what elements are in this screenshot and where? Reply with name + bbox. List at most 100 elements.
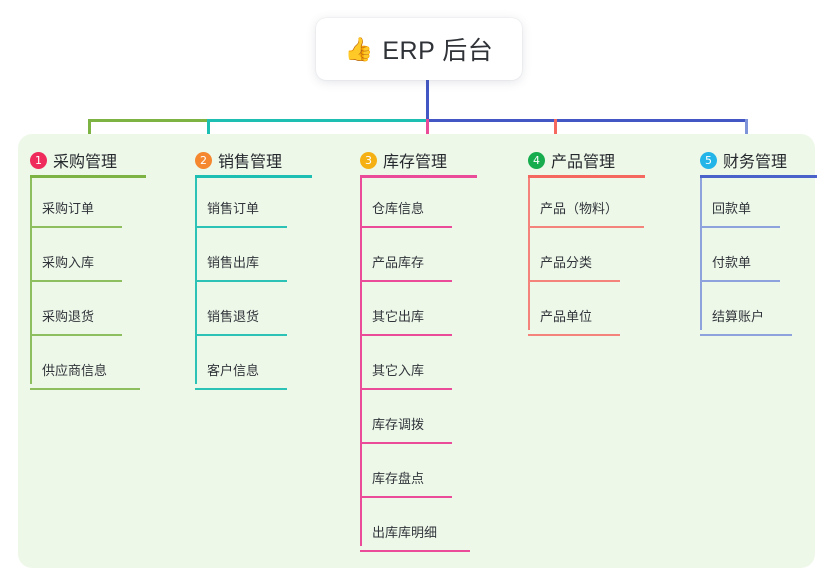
leaf-rule — [195, 280, 287, 282]
branch-spine-5 — [700, 178, 702, 330]
leaf-label: 供应商信息 — [42, 363, 108, 378]
branch-title-2: 销售管理 — [218, 154, 283, 171]
leaf-item-5-2[interactable]: 付款单 — [688, 232, 828, 284]
leaf-item-5-3[interactable]: 结算账户 — [688, 286, 828, 338]
leaf-item-4-2[interactable]: 产品分类 — [516, 232, 676, 284]
branch-header-5[interactable]: 5 财务管理 — [688, 148, 839, 172]
leaf-label: 仓库信息 — [372, 201, 425, 216]
leaf-rule — [700, 226, 780, 228]
leaf-item-2-2[interactable]: 销售出库 — [183, 232, 323, 284]
leaf-item-3-4[interactable]: 其它入库 — [348, 340, 488, 392]
leaf-label: 库存盘点 — [372, 471, 425, 486]
leaf-label: 其它出库 — [372, 309, 425, 324]
leaf-item-1-1[interactable]: 采购订单 — [18, 178, 158, 230]
branch-badge-5: 5 — [700, 151, 717, 169]
leaf-label: 产品（物料） — [540, 201, 619, 216]
diagram-panel — [18, 134, 815, 568]
leaf-label: 其它入库 — [372, 363, 425, 378]
branch-rule-3 — [360, 175, 477, 178]
leaf-item-3-1[interactable]: 仓库信息 — [348, 178, 488, 230]
leaf-item-1-4[interactable]: 供应商信息 — [18, 340, 158, 392]
branch-header-3[interactable]: 3 库存管理 — [348, 148, 528, 172]
branch-column-5: 5 财务管理 回款单 付款单 结算账户 — [688, 148, 839, 336]
leaf-label: 库存调拨 — [372, 417, 425, 432]
branch-column-2: 2 销售管理 销售订单 销售出库 销售退货 客户信息 — [183, 148, 353, 390]
root-node-card[interactable]: 👍 ERP 后台 — [316, 18, 522, 80]
leaf-rule — [700, 280, 780, 282]
branch-header-1[interactable]: 1 采购管理 — [18, 148, 188, 172]
leaf-label: 销售出库 — [207, 255, 260, 270]
branch-rule-2 — [195, 175, 312, 178]
leaf-rule — [195, 334, 287, 336]
leaf-item-3-3[interactable]: 其它出库 — [348, 286, 488, 338]
leaf-label: 采购退货 — [42, 309, 95, 324]
leaf-rule — [195, 226, 287, 228]
branch-title-4: 产品管理 — [551, 154, 616, 171]
bus-segment-teal — [207, 119, 428, 122]
leaf-item-2-1[interactable]: 销售订单 — [183, 178, 323, 230]
thumbs-up-icon: 👍 — [344, 35, 374, 62]
leaf-rule — [30, 226, 122, 228]
leaf-item-3-7[interactable]: 出库库明细 — [348, 502, 498, 554]
leaf-label: 付款单 — [712, 255, 752, 270]
leaf-item-4-3[interactable]: 产品单位 — [516, 286, 676, 338]
leaf-rule — [528, 226, 644, 228]
branch-title-3: 库存管理 — [383, 154, 448, 171]
leaf-label: 产品单位 — [540, 309, 593, 324]
branch-title-1: 采购管理 — [53, 154, 118, 171]
leaf-item-2-3[interactable]: 销售退货 — [183, 286, 323, 338]
leaf-rule — [528, 280, 620, 282]
leaf-item-1-3[interactable]: 采购退货 — [18, 286, 158, 338]
bus-segment-blue — [427, 119, 747, 122]
leaf-rule — [360, 334, 452, 336]
leaf-label: 产品库存 — [372, 255, 425, 270]
leaf-rule — [360, 280, 452, 282]
leaf-rule — [195, 388, 287, 390]
bus-segment-green — [88, 119, 209, 122]
branch-rule-1 — [30, 175, 146, 178]
leaf-item-5-1[interactable]: 回款单 — [688, 178, 828, 230]
leaf-label: 回款单 — [712, 201, 752, 216]
root-node-content: 👍 ERP 后台 — [345, 31, 494, 67]
branch-badge-2: 2 — [195, 151, 212, 169]
leaf-rule — [360, 496, 452, 498]
branch-header-2[interactable]: 2 销售管理 — [183, 148, 353, 172]
branch-spine-3 — [360, 178, 362, 546]
leaf-label: 产品分类 — [540, 255, 593, 270]
branch-rule-4 — [528, 175, 645, 178]
branch-column-4: 4 产品管理 产品（物料） 产品分类 产品单位 — [516, 148, 696, 336]
leaf-rule — [528, 334, 620, 336]
branch-badge-1: 1 — [30, 151, 47, 169]
branch-spine-4 — [528, 178, 530, 330]
leaf-label: 结算账户 — [712, 309, 765, 324]
leaf-label: 采购订单 — [42, 201, 95, 216]
leaf-label: 出库库明细 — [372, 525, 438, 540]
leaf-label: 销售订单 — [207, 201, 260, 216]
leaf-item-2-4[interactable]: 客户信息 — [183, 340, 323, 392]
branch-badge-3: 3 — [360, 151, 377, 169]
leaf-rule — [700, 334, 792, 336]
branch-badge-4: 4 — [528, 151, 545, 169]
leaf-label: 采购入库 — [42, 255, 95, 270]
branch-column-1: 1 采购管理 采购订单 采购入库 采购退货 供应商信息 — [18, 148, 188, 390]
leaf-rule — [360, 442, 452, 444]
leaf-label: 客户信息 — [207, 363, 260, 378]
leaf-item-1-2[interactable]: 采购入库 — [18, 232, 158, 284]
leaf-rule — [360, 388, 452, 390]
branch-title-5: 财务管理 — [723, 154, 788, 171]
leaf-label: 销售退货 — [207, 309, 260, 324]
trunk-connector — [426, 78, 429, 122]
leaf-rule — [360, 550, 470, 552]
branch-header-4[interactable]: 4 产品管理 — [516, 148, 696, 172]
leaf-item-3-5[interactable]: 库存调拨 — [348, 394, 488, 446]
leaf-item-3-6[interactable]: 库存盘点 — [348, 448, 488, 500]
leaf-rule — [360, 226, 452, 228]
leaf-rule — [30, 280, 122, 282]
leaf-item-3-2[interactable]: 产品库存 — [348, 232, 488, 284]
leaf-rule — [30, 388, 140, 390]
leaf-rule — [30, 334, 122, 336]
page-title: ERP 后台 — [382, 37, 494, 65]
leaf-item-4-1[interactable]: 产品（物料） — [516, 178, 676, 230]
branch-rule-5 — [700, 175, 817, 178]
